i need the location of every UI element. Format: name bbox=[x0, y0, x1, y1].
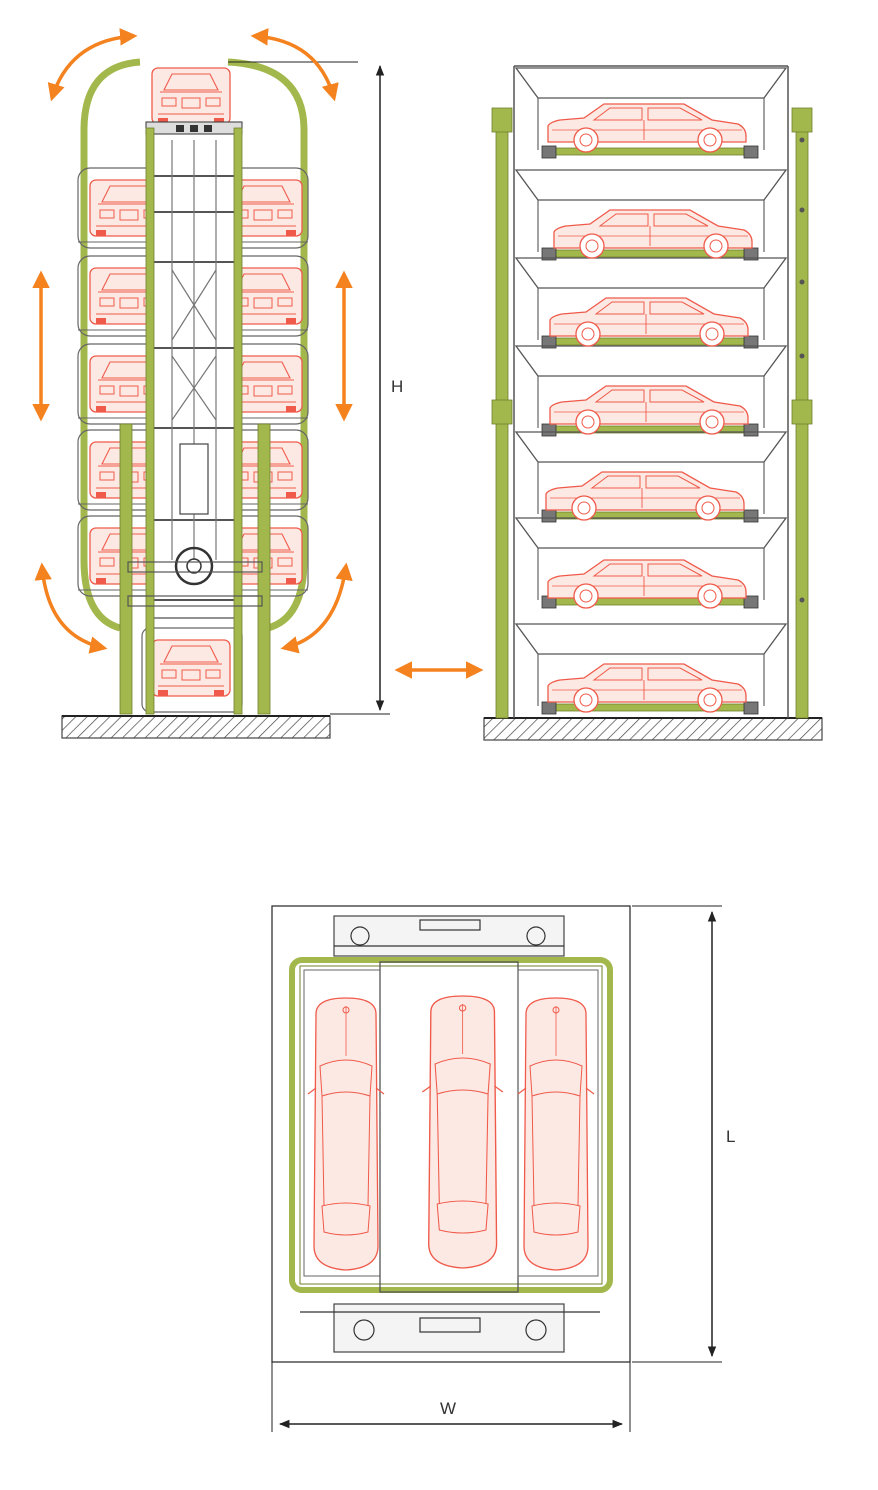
plan-drive-bottom bbox=[333, 1303, 565, 1353]
plan-car-center bbox=[421, 995, 504, 1269]
plan-footprint bbox=[271, 905, 631, 1363]
width-label: W bbox=[440, 1399, 456, 1418]
front-car-top bbox=[151, 67, 231, 125]
plan-view: L W bbox=[271, 905, 735, 1432]
front-car-bottom bbox=[151, 639, 231, 697]
plan-green-frame bbox=[289, 957, 613, 1293]
side-view bbox=[483, 65, 823, 741]
length-label: L bbox=[726, 1127, 735, 1146]
front-view: H bbox=[32, 28, 403, 739]
front-motion-arrows bbox=[32, 28, 353, 654]
side-ground bbox=[483, 717, 823, 741]
plan-car-left bbox=[307, 997, 385, 1271]
front-ground bbox=[61, 715, 331, 739]
side-car-1 bbox=[547, 103, 747, 153]
plan-drive-top bbox=[333, 915, 565, 957]
plan-car-right bbox=[517, 997, 595, 1271]
height-label: H bbox=[391, 377, 403, 396]
